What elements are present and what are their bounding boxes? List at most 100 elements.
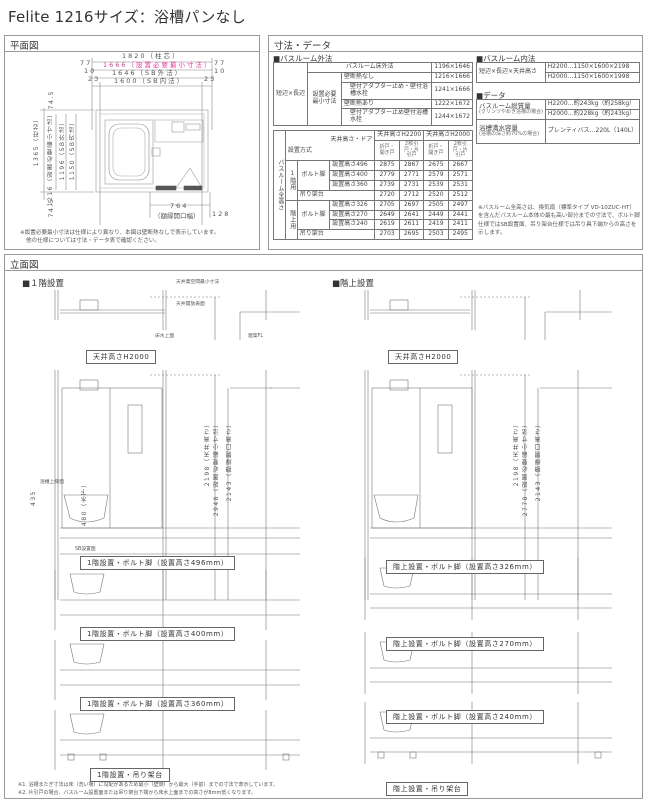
- height-cell: 2619: [374, 219, 400, 231]
- height-row-label: 設置高さ270: [329, 209, 376, 221]
- inner-value: H2200…1150×1600×2198: [544, 62, 641, 73]
- floor1-title: ■１階設置: [22, 279, 65, 289]
- weight-label-cell: バスルーム総質量 (クリンツやめき浴槽の場合): [476, 99, 546, 120]
- height-row-label: 設置高さ400: [329, 170, 376, 181]
- data-title: ■データ: [476, 91, 506, 100]
- upper-variant-caption: 階上設置・ボルト脚（設置高さ240mm）: [386, 710, 544, 724]
- height-row-label: 設置高さ240: [329, 219, 376, 231]
- height-cell: 2771: [398, 170, 425, 181]
- dim-sb-outer-width: 1646（SB外法）: [112, 69, 184, 77]
- height-cell: 2571: [447, 170, 474, 181]
- dim-floor1-min-height: 2948（設置必要最小寸法）: [213, 420, 220, 517]
- dim-side-77-right: 77: [214, 59, 227, 67]
- bolt-label: ボルト脚: [296, 199, 331, 231]
- upper-variant-caption: 階上設置・吊り架台: [386, 782, 469, 796]
- floor1-variant-caption: 1階設置・ボルト脚（設置高さ360mm）: [80, 697, 236, 711]
- dim-upper-door-opening: 2143（額縁開口高さ）: [535, 420, 542, 502]
- weight-value: H2000…約228kg（約243kg）: [544, 108, 641, 120]
- label-ceiling-space: 天井裏空間最小寸法: [176, 280, 220, 285]
- col-group-h2000: 天井高さH2000: [423, 130, 473, 141]
- height-cell: 2419: [423, 219, 449, 231]
- plan-drawing: [40, 58, 213, 225]
- floor1-variant-caption: 1階設置・ボルト脚（設置高さ400mm）: [80, 627, 236, 641]
- height-cell: 2705: [374, 199, 400, 211]
- col-header: 2枚引戸・片引戸: [398, 139, 425, 162]
- page-title: Felite 1216サイズ：浴槽パンなし: [8, 8, 246, 26]
- dim-door-opening-label: （額縁開口幅）: [154, 212, 200, 220]
- inner-dimensions-table: 短辺×長辺×天井高さ H2200…1150×1600×2198 H2000…11…: [476, 62, 641, 83]
- inner-title: ■バスルーム内法: [476, 54, 536, 63]
- outer-row-label: 壁付アダプター止め・壁付浴槽水栓: [341, 81, 433, 100]
- col-header: 2枚引戸・片引戸: [447, 139, 474, 162]
- height-cell: 2779: [374, 170, 400, 181]
- dim-top-745: 74.5: [48, 90, 55, 110]
- height-cell: 2675: [423, 160, 449, 172]
- height-cell: 2667: [447, 160, 474, 172]
- height-cell: 2695: [398, 229, 425, 241]
- outer-row-value: 1216×1666: [431, 71, 473, 83]
- dim-min-required-width: 1666（設置必要最小寸法）: [103, 61, 213, 69]
- height-row-label: 設置高さ496: [329, 160, 376, 172]
- floor1-variant-caption: 1階設置・ボルト脚（設置高さ496mm）: [80, 556, 236, 570]
- dim-floor1-ceiling: 2198（天井高さ）: [204, 420, 211, 487]
- dim-min-required-depth: 1216（設置必要最小寸法）: [47, 110, 54, 207]
- inner-label: 短辺×長辺×天井高さ: [476, 62, 546, 83]
- height-cell: 2697: [398, 199, 425, 211]
- dim-side-23-right: 23: [204, 75, 217, 83]
- elevation-drawing-floor1: [54, 290, 300, 770]
- height-cell: 2875: [374, 160, 400, 172]
- outer-row-value: 1241×1666: [431, 81, 473, 100]
- outer-row-label: 壁断熱なし: [341, 71, 433, 83]
- total-height-table: バスルーム全高さ 天井高さ・ドア 設置方式 天井高さH2200 天井高さH200…: [273, 129, 474, 241]
- dim-floor1-435: 435: [30, 490, 37, 506]
- dim-sb-inner-width: 1600（SB内法）: [114, 77, 186, 85]
- height-rowhead: バスルーム全高さ: [273, 129, 286, 241]
- height-cell: 2497: [447, 199, 474, 211]
- dim-bottom-745: 74.5: [48, 198, 55, 218]
- height-cell: 2703: [374, 229, 400, 241]
- outer-row-label: バスルーム床外法: [307, 62, 433, 73]
- height-row-label: 設置高さ360: [329, 179, 376, 191]
- data-table: バスルーム総質量 (クリンツやめき浴槽の場合) H2200…約243kg（約25…: [476, 99, 641, 144]
- elevation-header: 立面図: [5, 255, 642, 271]
- dim-upper-min-height: 2778（設置必要最小寸法）: [522, 420, 529, 517]
- group-floor1: 1階用: [284, 160, 298, 201]
- spec-header: 寸法・データ: [269, 36, 642, 52]
- height-cell: 2731: [398, 179, 425, 191]
- height-cell: 2495: [447, 229, 474, 241]
- height-cell: 2539: [423, 179, 449, 191]
- height-cell: 2512: [447, 189, 474, 201]
- height-row-label: 設置高さ326: [329, 199, 376, 211]
- outer-dimensions-table: 短辺×長辺 バスルーム床外法 1196×1646 設置必要最小寸法 壁断熱なし …: [272, 61, 473, 127]
- water-label-cell: 浴槽満水容量 (浴槽の深さ約70%の場合): [476, 118, 546, 144]
- height-cell: 2441: [447, 209, 474, 221]
- floor1-ceiling-label: 天井高さH2000: [86, 350, 157, 364]
- height-cell: 2449: [423, 209, 449, 221]
- height-cell: 2503: [423, 229, 449, 241]
- height-cell: 2712: [398, 189, 425, 201]
- outer-rowhead: 短辺×長辺: [272, 61, 309, 127]
- dim-right-128: 128: [212, 210, 231, 218]
- upper-variant-caption: 階上設置・ボルト脚（設置高さ270mm）: [386, 637, 544, 651]
- outer-row-value: 1196×1646: [431, 62, 473, 73]
- dim-pillar-width: 1820（柱芯）: [122, 52, 181, 60]
- weight-value: H2200…約243kg（約258kg）: [544, 99, 641, 110]
- height-cell: 2505: [423, 199, 449, 211]
- height-cell: 2720: [374, 189, 400, 201]
- height-cell: 2579: [423, 170, 449, 181]
- label-floor-water: 床水上面: [155, 334, 175, 339]
- dim-door-opening: 764: [170, 202, 189, 210]
- height-cell: 2867: [398, 160, 425, 172]
- plan-panel: 平面図: [4, 35, 260, 250]
- outer-title: ■バスルーム外法: [273, 54, 333, 63]
- dim-side-10-left: 10: [84, 67, 97, 75]
- label-building-fl: 建築FL: [248, 334, 264, 339]
- bolt-label: ボルト脚: [296, 160, 331, 191]
- elevation-drawing-upper: [364, 290, 612, 764]
- elevation-footnote-1: ※1. 浴槽またぎ寸法は床（洗い場）に勾配があるため最小（壁側）から最大（手前）…: [18, 782, 278, 788]
- col-header: 折戸・開き戸: [374, 139, 400, 162]
- floor1-variant-caption: 1階設置・吊り架台: [90, 768, 170, 782]
- col-header: 折戸・開き戸: [423, 139, 449, 162]
- dim-floor1-480: 480（水下）: [81, 480, 88, 526]
- label-ceiling-surface: 天井開放表面: [176, 302, 205, 307]
